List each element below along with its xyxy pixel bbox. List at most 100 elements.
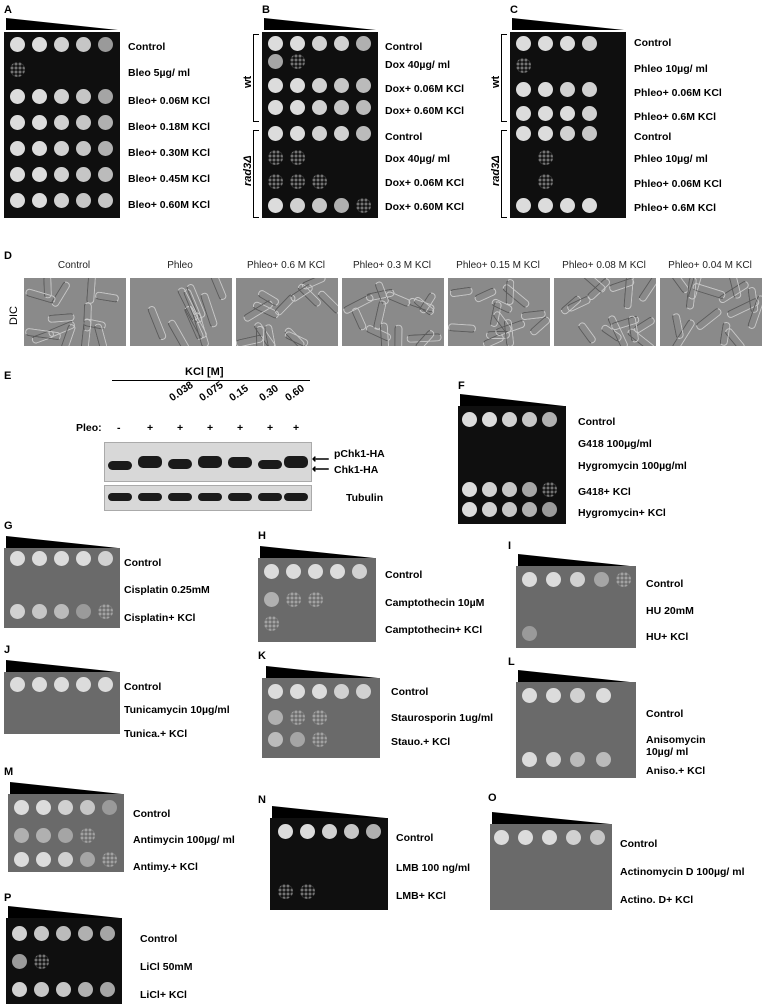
row-label: Bleo+ 0.06M KCl — [128, 95, 210, 107]
yeast-spot — [290, 732, 305, 747]
row-label: Aniso.+ KCl — [646, 765, 706, 777]
yeast-spot — [14, 828, 29, 843]
yeast-spot — [312, 100, 327, 115]
row-label: Dox 40µg/ ml — [385, 59, 450, 71]
yeast-spot — [344, 824, 359, 839]
yeast-spot — [34, 982, 49, 997]
yeast-spot — [290, 36, 305, 51]
band-label: pChk1-HA — [334, 448, 385, 460]
cell — [449, 286, 474, 298]
cell — [146, 304, 168, 342]
yeast-spot — [352, 564, 367, 579]
yeast-spot — [268, 710, 283, 725]
yeast-spot — [590, 830, 605, 845]
tubulin-band — [198, 493, 222, 501]
row-label: LiCl+ KCl — [140, 989, 187, 1001]
dic-side-label: DIC — [8, 306, 20, 325]
yeast-spot — [58, 828, 73, 843]
yeast-spot — [102, 852, 117, 867]
yeast-spot — [264, 616, 279, 631]
yeast-spot — [268, 150, 283, 165]
yeast-spot — [538, 150, 553, 165]
row-label: Control — [385, 41, 423, 53]
dilution-wedge — [266, 666, 378, 678]
dic-header: Phleo+ 0.08 M KCl — [562, 260, 646, 271]
yeast-spot — [100, 926, 115, 941]
yeast-spot — [516, 106, 531, 121]
kcl-concentration: 0.038 — [167, 379, 196, 404]
yeast-spot — [10, 551, 25, 566]
yeast-spot — [10, 115, 25, 130]
yeast-spot — [286, 592, 301, 607]
yeast-spot — [32, 89, 47, 104]
yeast-spot — [278, 824, 293, 839]
band-label: Tubulin — [346, 492, 384, 504]
row-label: Antimy.+ KCl — [133, 861, 198, 873]
kcl-title: KCl [M] — [185, 366, 224, 378]
yeast-spot — [356, 36, 371, 51]
yeast-spot — [264, 564, 279, 579]
cell — [94, 291, 120, 304]
yeast-spot — [32, 677, 47, 692]
yeast-spot — [542, 482, 557, 497]
group-label: rad3Δ — [242, 155, 254, 186]
dilution-wedge — [260, 546, 374, 558]
row-label: G418 100µg/ml — [578, 438, 652, 450]
panel-letter-h: H — [258, 530, 266, 542]
yeast-spot — [542, 412, 557, 427]
yeast-spot — [56, 982, 71, 997]
panel-letter-j: J — [4, 644, 11, 656]
yeast-spot — [286, 564, 301, 579]
yeast-spot — [76, 677, 91, 692]
chk1-band — [108, 460, 132, 470]
yeast-spot — [32, 115, 47, 130]
yeast-spot — [98, 115, 113, 130]
yeast-spot — [560, 82, 575, 97]
yeast-spot — [322, 824, 337, 839]
pleo-sign: + — [237, 422, 244, 434]
scale-bar — [60, 353, 90, 355]
dilution-wedge — [512, 18, 624, 30]
yeast-spot — [76, 37, 91, 52]
yeast-spot — [516, 58, 531, 73]
yeast-spot — [36, 800, 51, 815]
cell — [636, 278, 656, 304]
tubulin-band — [258, 493, 282, 501]
yeast-spot — [582, 82, 597, 97]
row-label: Dox+ 0.06M KCl — [385, 83, 465, 95]
row-label: Control — [385, 131, 423, 143]
row-label: Phleo+ 0.6M KCl — [634, 202, 716, 214]
cell — [379, 322, 390, 346]
dic-header: Phleo+ 0.3 M KCl — [352, 260, 432, 271]
tubulin-band — [108, 493, 132, 501]
dic-header: Phleo+ 0.04 M KCl — [668, 260, 752, 271]
yeast-spot — [516, 126, 531, 141]
yeast-spot — [290, 54, 305, 69]
yeast-spot — [76, 193, 91, 208]
yeast-spot — [542, 830, 557, 845]
yeast-spot — [542, 502, 557, 517]
yeast-spot — [312, 126, 327, 141]
pleo-sign: - — [117, 422, 121, 434]
yeast-spot — [10, 141, 25, 156]
yeast-spot — [502, 412, 517, 427]
dic-micrograph — [130, 278, 232, 346]
yeast-spot — [76, 115, 91, 130]
yeast-spot — [10, 89, 25, 104]
yeast-spot — [334, 100, 349, 115]
yeast-spot — [462, 412, 477, 427]
yeast-spot — [290, 174, 305, 189]
yeast-spot — [560, 198, 575, 213]
yeast-spot — [560, 106, 575, 121]
panel-letter-l: L — [508, 656, 515, 668]
yeast-spot — [596, 688, 611, 703]
panel-letter-g: G — [4, 520, 13, 532]
row-label: Control — [646, 578, 684, 590]
cell — [623, 278, 635, 310]
dilution-wedge — [518, 554, 630, 566]
yeast-spot — [312, 198, 327, 213]
yeast-spot — [516, 36, 531, 51]
row-label: Control — [124, 681, 162, 693]
row-label: 10µg/ ml — [646, 746, 689, 758]
yeast-spot — [462, 482, 477, 497]
